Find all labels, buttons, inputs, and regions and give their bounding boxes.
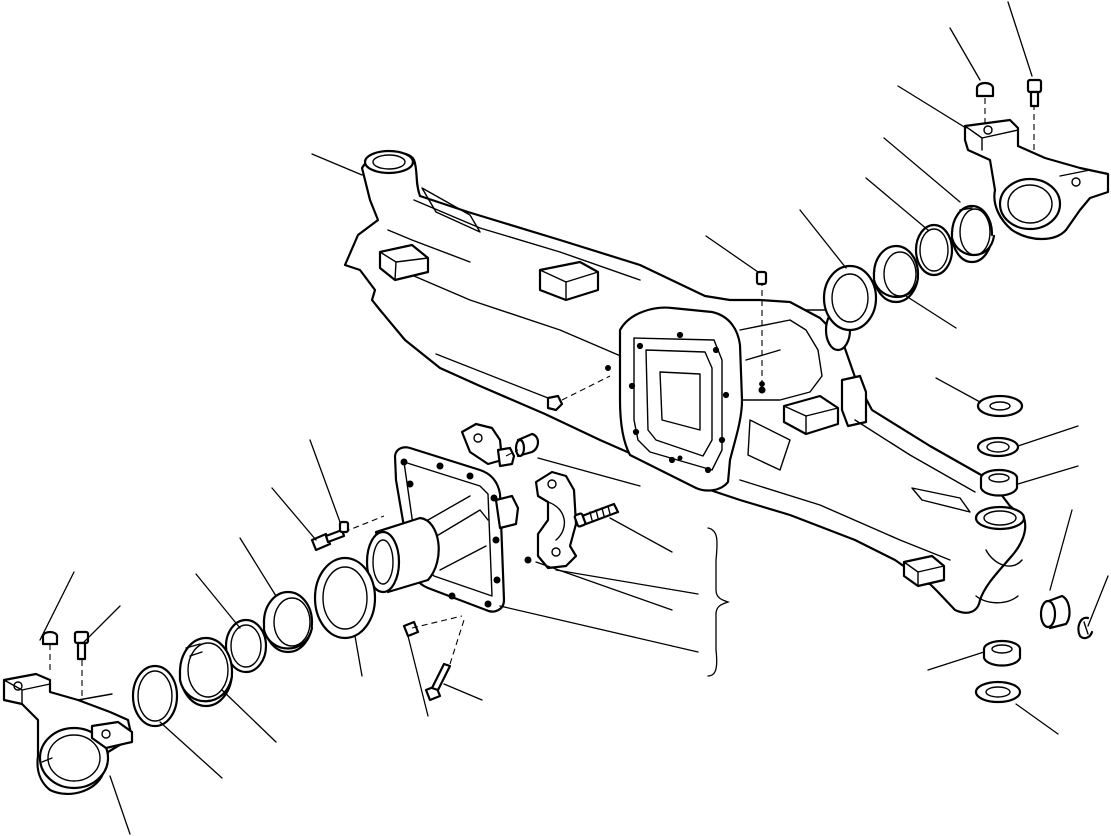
bearing-cap-icon — [534, 470, 578, 570]
washer-icon — [974, 680, 1022, 704]
bushing-icon — [131, 590, 314, 728]
carrier-flange-icon — [365, 422, 520, 613]
nut-icon — [41, 630, 59, 646]
mount-bracket-icon — [963, 98, 1110, 241]
nut-icon — [975, 81, 995, 98]
pin-icon — [1039, 594, 1094, 640]
washer-icon — [976, 394, 1024, 458]
bearing-icon — [979, 468, 1022, 667]
mount-bracket-icon — [2, 644, 134, 795]
axle-housing-icon — [343, 149, 1027, 614]
bolt-icon — [310, 515, 385, 552]
callout-leaders — [39, 1, 1109, 835]
bolt-icon — [73, 630, 90, 661]
bushing-icon — [822, 204, 996, 332]
bolt-icon — [1026, 78, 1043, 108]
bolt-icon — [524, 502, 620, 564]
bolt-icon — [755, 270, 768, 394]
washer-icon — [313, 556, 377, 640]
bolt-icon — [402, 615, 465, 702]
nut-icon — [546, 375, 611, 412]
pin-icon — [505, 432, 540, 458]
